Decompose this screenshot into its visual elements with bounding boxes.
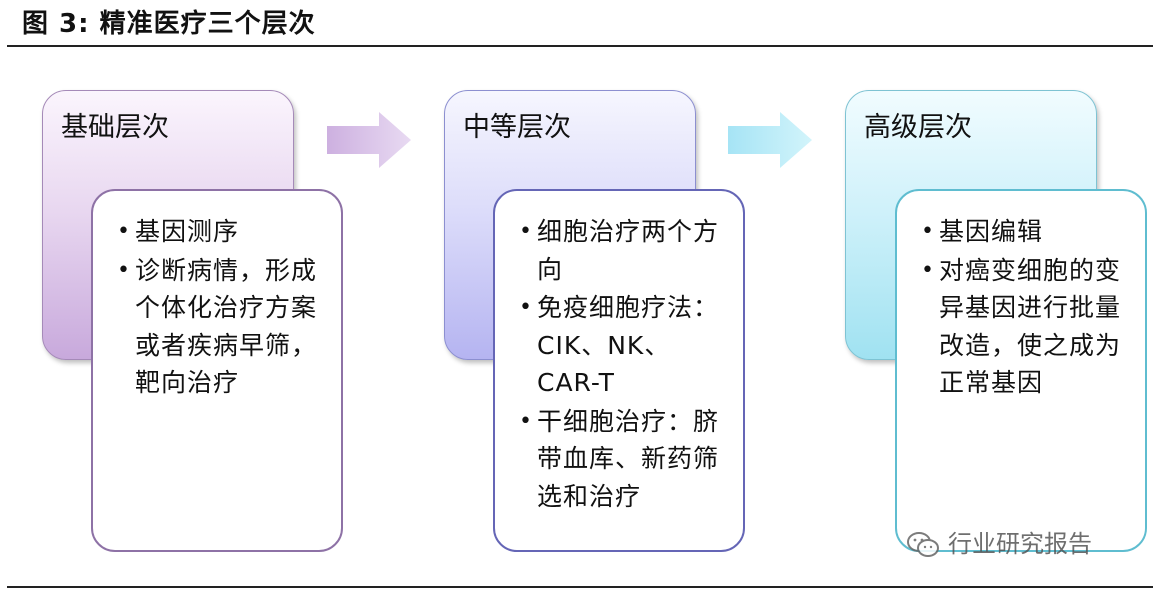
wechat-icon xyxy=(907,532,939,557)
bullet-icon: • xyxy=(519,295,533,320)
bullet-icon: • xyxy=(117,257,131,283)
bullet-item: •细胞治疗两个方向 xyxy=(519,213,723,288)
bullet-item: •免疫细胞疗法：CIK、NK、CAR-T xyxy=(519,289,723,402)
figure-title: 图 3: 精准医疗三个层次 xyxy=(22,9,316,39)
stage-advanced-details: •基因编辑 •对癌变细胞的变异基因进行批量改造，使之成为正常基因 xyxy=(895,189,1147,552)
bullet-icon: • xyxy=(921,219,935,244)
bottom-rule xyxy=(7,586,1153,588)
watermark-text: 行业研究报告 xyxy=(948,530,1092,558)
bullet-item: •诊断病情，形成个体化治疗方案或者疾病早筛，靶向治疗 xyxy=(117,252,321,402)
stage-intermediate-details: •细胞治疗两个方向 •免疫细胞疗法：CIK、NK、CAR-T •干细胞治疗：脐带… xyxy=(493,189,745,552)
stage-basic-details: •基因测序 •诊断病情，形成个体化治疗方案或者疾病早筛，靶向治疗 xyxy=(91,189,343,552)
stage-intermediate-title: 中等层次 xyxy=(463,112,571,143)
bullet-item: •基因编辑 xyxy=(921,213,1125,251)
arrow-right-icon xyxy=(728,112,812,168)
bullet-item: •基因测序 xyxy=(117,213,321,251)
bullet-item: •对癌变细胞的变异基因进行批量改造，使之成为正常基因 xyxy=(921,252,1125,402)
bullet-icon: • xyxy=(519,408,533,434)
stage-basic-title: 基础层次 xyxy=(61,112,169,143)
arrow-right-icon xyxy=(327,112,411,168)
top-rule xyxy=(7,45,1153,47)
watermark: 行业研究报告 xyxy=(906,524,1092,559)
bullet-icon: • xyxy=(519,219,533,244)
bullet-item: •干细胞治疗：脐带血库、新药筛选和治疗 xyxy=(519,403,723,516)
bullet-icon: • xyxy=(921,257,935,283)
stage-advanced-title: 高级层次 xyxy=(864,112,972,143)
bullet-icon: • xyxy=(117,219,131,244)
